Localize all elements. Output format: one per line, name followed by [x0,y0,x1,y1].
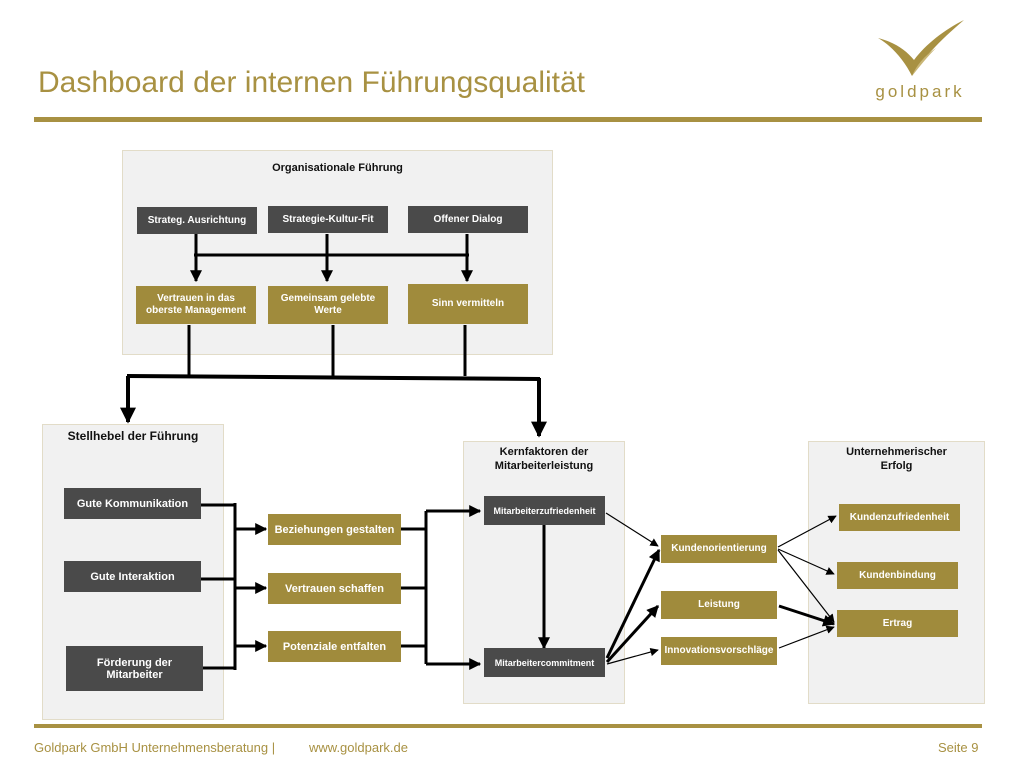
goldpark-logo-icon [878,20,964,76]
panel-title-success: Unternehmerischer Erfolg [846,446,947,472]
box-leistung: Leistung [661,591,777,619]
footer-url[interactable]: www.goldpark.de [309,740,408,755]
box-gelebte-werte: Gemeinsam gelebte Werte [268,286,388,324]
box-mitarbeiterzufriedenheit: Mitarbeiterzufriedenheit [484,496,605,525]
box-foerderung-mitarbeiter: Förderung der Mitarbeiter [66,646,203,691]
box-strateg-ausrichtung: Strateg. Ausrichtung [137,207,257,234]
header-divider [34,117,982,122]
box-sinn-vermitteln: Sinn vermitteln [408,284,528,324]
box-vertrauen-schaffen: Vertrauen schaffen [268,573,401,604]
panel-title-levers: Stellhebel der Führung [67,429,199,443]
box-innovationsvorschlaege: Innovationsvorschläge [661,637,777,665]
panel-title-core: Kernfaktoren der Mitarbeiterleistung [494,446,594,472]
page-title: Dashboard der internen Führungsqualität [38,66,586,99]
footer-company: Goldpark GmbH Unternehmensberatung | [34,740,276,755]
box-ertrag: Ertrag [837,610,958,637]
box-gute-kommunikation: Gute Kommunikation [64,488,201,519]
box-potenziale-entfalten: Potenziale entfalten [268,631,401,662]
box-kundenzufriedenheit: Kundenzufriedenheit [839,504,960,531]
box-beziehungen-gestalten: Beziehungen gestalten [268,514,401,545]
footer-page-number: Seite 9 [938,740,979,755]
footer-divider [34,724,982,728]
box-vertrauen-management: Vertrauen in das oberste Management [136,286,256,324]
brand-name: goldpark [875,82,965,101]
box-mitarbeitercommitment: Mitarbeitercommitment [484,648,605,677]
box-kundenbindung: Kundenbindung [837,562,958,589]
box-offener-dialog: Offener Dialog [408,206,528,233]
box-kundenorientierung: Kundenorientierung [661,535,777,563]
box-gute-interaktion: Gute Interaktion [64,561,201,592]
box-strategie-kultur-fit: Strategie-Kultur-Fit [268,206,388,233]
panel-title-org: Organisationale Führung [272,162,403,174]
